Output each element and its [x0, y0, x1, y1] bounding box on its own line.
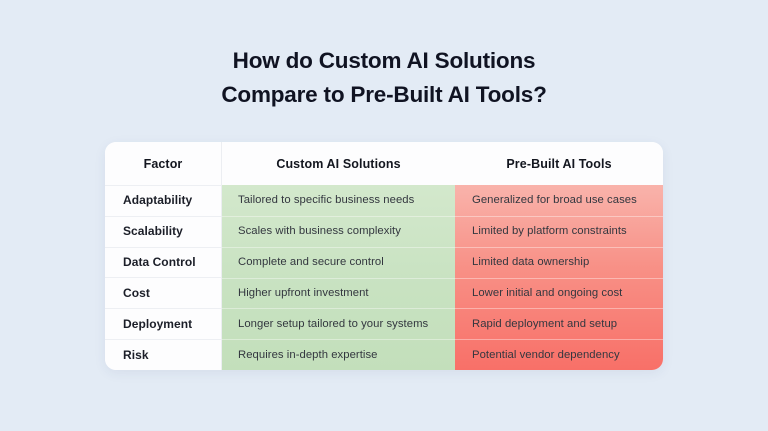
table-row: Data Control Complete and secure control…: [105, 246, 663, 278]
column-header-factor: Factor: [105, 142, 222, 185]
row-factor-label: Risk: [105, 339, 222, 370]
row-factor-label: Cost: [105, 277, 222, 309]
table-row: Scalability Scales with business complex…: [105, 215, 663, 247]
row-prebuilt-value: Generalized for broad use cases: [472, 194, 637, 207]
row-custom-value: Requires in-depth expertise: [238, 348, 378, 361]
table-row: Risk Requires in-depth expertise Potenti…: [105, 339, 663, 370]
row-factor-label: Data Control: [105, 246, 222, 278]
row-factor-label: Adaptability: [105, 185, 222, 216]
comparison-table: Factor Custom AI Solutions Pre-Built AI …: [105, 142, 663, 370]
row-prebuilt-value: Limited by platform constraints: [472, 225, 627, 238]
title-line-1: How do Custom AI Solutions: [232, 48, 536, 73]
table-row: Cost Higher upfront investment Lower ini…: [105, 277, 663, 309]
table-row: Adaptability Tailored to specific busine…: [105, 185, 663, 216]
table-header-row: Factor Custom AI Solutions Pre-Built AI …: [105, 142, 663, 185]
row-custom-value: Scales with business complexity: [238, 225, 401, 238]
title-line-2: Compare to Pre-Built AI Tools?: [221, 82, 547, 107]
row-custom-value: Longer setup tailored to your systems: [238, 317, 429, 330]
row-prebuilt-value: Rapid deployment and setup: [472, 317, 618, 330]
row-custom-value: Higher upfront investment: [238, 286, 369, 299]
row-factor-label: Scalability: [105, 215, 222, 247]
row-custom-value: Tailored to specific business needs: [238, 194, 415, 207]
row-prebuilt-value: Potential vendor dependency: [472, 348, 620, 361]
column-header-pre-built-ai-tools: Pre-Built AI Tools: [506, 156, 612, 171]
row-custom-value: Complete and secure control: [238, 256, 384, 269]
row-prebuilt-value: Lower initial and ongoing cost: [472, 286, 623, 299]
table-row: Deployment Longer setup tailored to your…: [105, 308, 663, 340]
column-header-custom-ai-solutions: Custom AI Solutions: [276, 156, 401, 171]
page-title: How do Custom AI Solutions Compare to Pr…: [0, 44, 768, 112]
row-prebuilt-value: Limited data ownership: [472, 256, 590, 269]
comparison-table-card: Factor Custom AI Solutions Pre-Built AI …: [105, 142, 663, 370]
row-factor-label: Deployment: [105, 308, 222, 340]
